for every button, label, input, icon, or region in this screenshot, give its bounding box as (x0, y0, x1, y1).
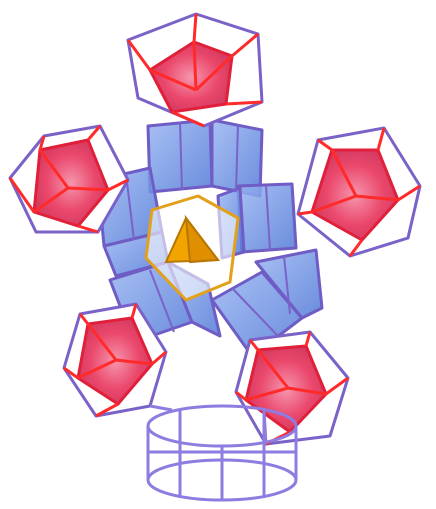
red-pentagon-cup-right (298, 128, 420, 256)
red-pentagon-cup-lower-right (236, 332, 348, 444)
red-pentagon-cup-top (128, 14, 262, 126)
